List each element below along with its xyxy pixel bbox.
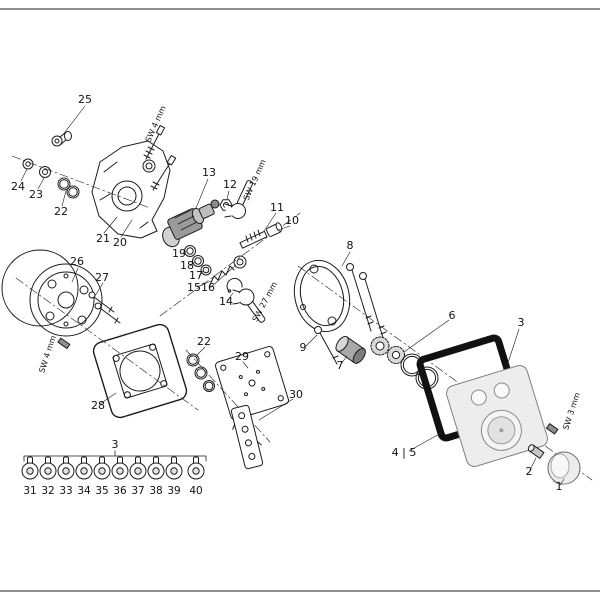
callout-16: 16 bbox=[201, 281, 215, 294]
callout-26: 26 bbox=[70, 255, 84, 268]
callout-12: 12 bbox=[223, 178, 237, 191]
handle-knob bbox=[187, 456, 205, 480]
rownum-38: 38 bbox=[149, 485, 162, 497]
part-stop-ring-26 bbox=[1, 249, 103, 337]
rownum-37: 37 bbox=[131, 485, 144, 497]
part-knurled-nuts-6 bbox=[370, 336, 405, 364]
part-valve-housing bbox=[91, 140, 171, 239]
callout-13: 13 bbox=[202, 166, 216, 179]
callout-21: 21 bbox=[96, 232, 110, 245]
callout-14: 14 bbox=[219, 295, 233, 308]
part-escutcheon-28 bbox=[92, 323, 188, 419]
screws-8-9-icon bbox=[314, 263, 387, 365]
handle-knob bbox=[75, 456, 93, 480]
wrench-sw27-icon bbox=[232, 288, 266, 323]
screw-sw4-left-icon bbox=[57, 337, 71, 350]
part-setscrew-2 bbox=[527, 444, 545, 459]
part-handle-1 bbox=[547, 451, 581, 485]
handle-knob bbox=[165, 456, 183, 480]
callout-22a: 22 bbox=[54, 205, 68, 218]
callout-24: 24 bbox=[11, 180, 25, 193]
callout-30: 30 bbox=[289, 388, 303, 401]
handle-knob bbox=[111, 456, 129, 480]
callout-2: 2 bbox=[526, 465, 533, 478]
callout-25: 25 bbox=[78, 93, 92, 106]
label-sw4-top: SW 4 mm bbox=[144, 104, 168, 143]
part-orings-22-top bbox=[57, 177, 80, 199]
part-rings-17-18-19 bbox=[184, 245, 212, 276]
handle-knob bbox=[57, 456, 75, 480]
part-gasket-29 bbox=[215, 346, 289, 420]
rownum-39: 39 bbox=[167, 485, 180, 497]
callout-10: 10 bbox=[285, 214, 299, 227]
label-sw3-right: SW 3 mm bbox=[561, 391, 582, 431]
rownum-35: 35 bbox=[95, 485, 108, 497]
handle-knob bbox=[129, 456, 147, 480]
callout-20: 20 bbox=[113, 236, 127, 249]
label-sw19: SW 19 mm bbox=[242, 158, 268, 202]
callout-22b: 22 bbox=[197, 335, 211, 348]
handle-knob bbox=[147, 456, 165, 480]
callout-17: 17 bbox=[189, 269, 203, 282]
part-washer-16 bbox=[233, 255, 247, 269]
callout-4-5: 4 | 5 bbox=[392, 446, 417, 459]
callout-18: 18 bbox=[180, 259, 194, 272]
callout-29: 29 bbox=[235, 350, 249, 363]
part-cap-24 bbox=[22, 158, 34, 170]
part-clip-14 bbox=[226, 277, 243, 293]
label-sw27: SW 27 mm bbox=[251, 280, 280, 323]
handle-row-numbers: 31 32 33 34 35 36 37 38 39 40 bbox=[23, 485, 202, 497]
callout-group-3: 3 bbox=[112, 438, 119, 451]
part-spindle-11 bbox=[239, 229, 268, 249]
callout-15: 15 bbox=[187, 281, 201, 294]
callout-19: 19 bbox=[172, 247, 186, 260]
handle-knob bbox=[39, 456, 57, 480]
callout-7: 7 bbox=[337, 359, 344, 372]
rownum-36: 36 bbox=[113, 485, 127, 497]
screw-sw3-icon bbox=[545, 423, 559, 435]
callout-3-plate: 3 bbox=[518, 316, 525, 329]
callout-labels: 25 24 23 22 21 20 13 12 11 10 19 18 17 1… bbox=[11, 93, 563, 493]
part-sleeve-7 bbox=[335, 335, 366, 364]
rownum-40: 40 bbox=[189, 485, 202, 497]
rownum-34: 34 bbox=[77, 485, 91, 497]
rownum-33: 33 bbox=[59, 485, 72, 497]
rownum-32: 32 bbox=[41, 485, 54, 497]
part-orings-22-mid bbox=[186, 353, 215, 392]
part-cartridge-13 bbox=[162, 199, 220, 248]
callout-23: 23 bbox=[29, 188, 43, 201]
callout-9: 9 bbox=[300, 341, 307, 354]
callout-11: 11 bbox=[270, 201, 284, 214]
wrench-sw19-icon bbox=[224, 180, 254, 219]
handle-knob bbox=[93, 456, 111, 480]
part-spring-15 bbox=[209, 265, 235, 286]
callout-27: 27 bbox=[95, 271, 109, 284]
handle-row-bracket bbox=[23, 450, 207, 462]
screws-sw4-top-icon bbox=[143, 125, 177, 191]
handle-knob-row bbox=[21, 456, 205, 480]
callout-6: 6 bbox=[449, 309, 456, 322]
part-plug-25 bbox=[51, 131, 72, 147]
screws-27-icon bbox=[88, 291, 121, 324]
callout-1: 1 bbox=[556, 480, 563, 493]
handle-knob bbox=[21, 456, 39, 480]
part-bushing-23 bbox=[39, 166, 51, 178]
label-sw4-left: SW 4 mm bbox=[37, 334, 58, 374]
part-mounting-plate-8 bbox=[293, 259, 351, 333]
callout-28: 28 bbox=[91, 399, 105, 412]
part-function-plate-3 bbox=[446, 365, 548, 467]
callout-8: 8 bbox=[347, 239, 354, 252]
part-bracket-30 bbox=[230, 404, 264, 470]
leader-lines bbox=[20, 105, 565, 486]
rownum-31: 31 bbox=[23, 485, 36, 497]
